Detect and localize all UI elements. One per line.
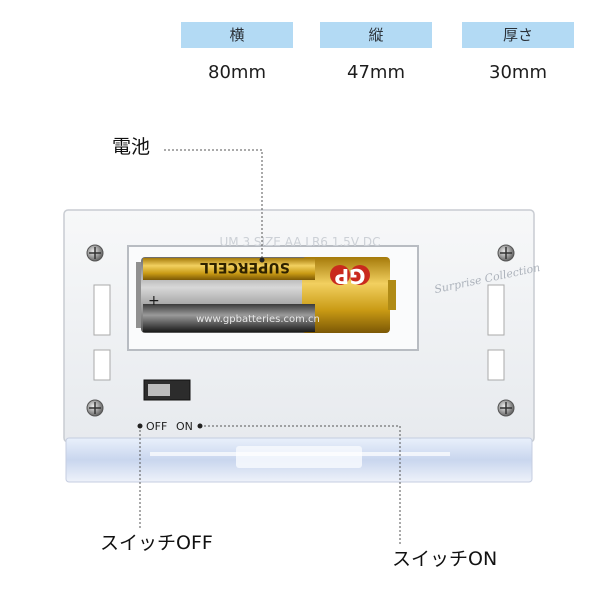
switch-on-label: ON bbox=[176, 420, 193, 433]
battery-url-text: www.gpbatteries.com.cn bbox=[196, 314, 320, 325]
dimension-height-value: 47mm bbox=[347, 62, 405, 83]
switch-on-callout: スイッチON bbox=[392, 548, 498, 570]
switch-off-label: OFF bbox=[146, 420, 167, 433]
switch-on-callout-line bbox=[200, 425, 401, 545]
battery-callout-line bbox=[164, 149, 263, 260]
dimension-depth-value: 30mm bbox=[489, 62, 547, 83]
screw-icon bbox=[497, 244, 515, 262]
dimension-width-label: 横 bbox=[181, 22, 293, 48]
dimension-height-label: 縦 bbox=[320, 22, 432, 48]
embossed-size-text: UM 3 SIZE AA LR6 1.5V DC bbox=[220, 235, 381, 249]
right-clip bbox=[487, 284, 505, 336]
battery-brand-text: SUPERCELL bbox=[200, 259, 290, 275]
switch-off-callout: スイッチOFF bbox=[100, 532, 213, 554]
screw-icon bbox=[497, 399, 515, 417]
battery-callout: 電池 bbox=[112, 136, 151, 158]
dimension-width-value: 80mm bbox=[208, 62, 266, 83]
svg-text:+: + bbox=[148, 293, 160, 309]
battery-logo-text: GP bbox=[334, 264, 365, 288]
screw-icon bbox=[86, 244, 104, 262]
screw-icon bbox=[86, 399, 104, 417]
dimension-depth-label: 厚さ bbox=[462, 22, 574, 48]
left-clip bbox=[93, 284, 111, 336]
battery-aa: + bbox=[136, 257, 396, 333]
